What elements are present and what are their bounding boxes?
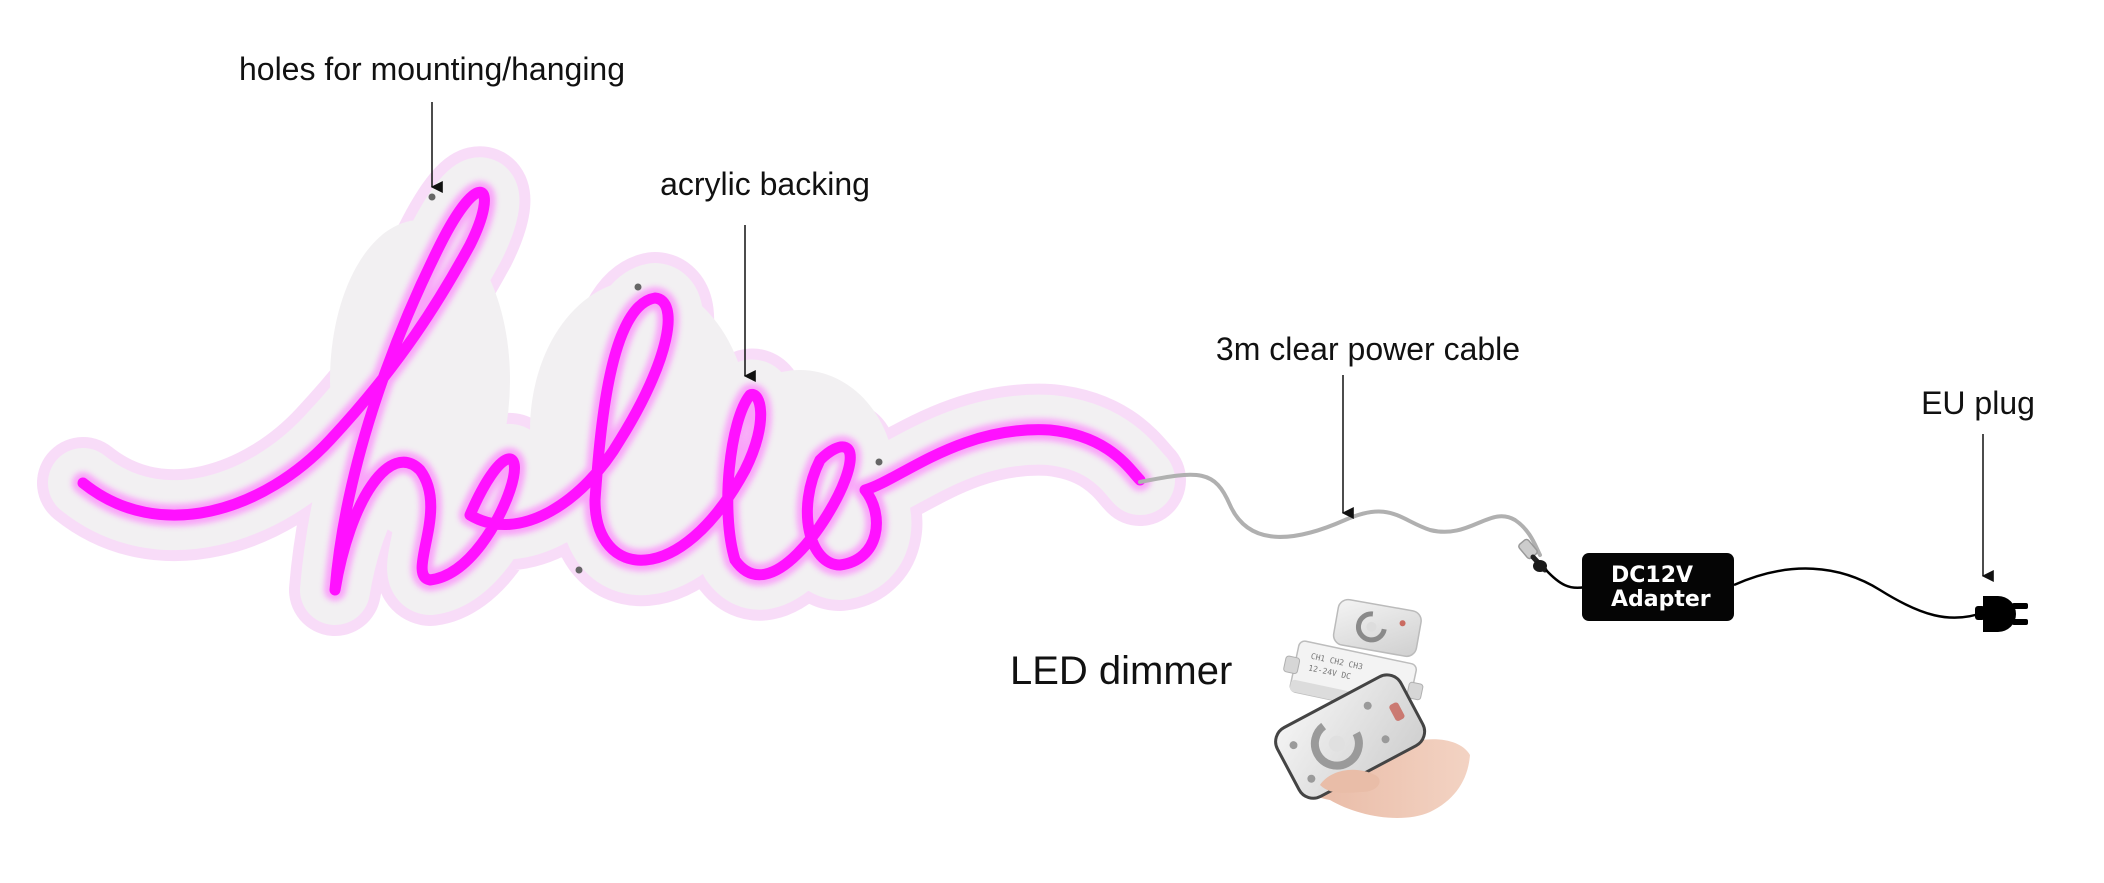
label-led-dimmer: LED dimmer [1010,649,1232,693]
label-acrylic-backing: acrylic backing [660,166,870,202]
thumb [1320,769,1380,793]
label-mounting-holes: holes for mounting/hanging [239,51,625,87]
remote-control-icon [1274,673,1470,819]
callout-led-dimmer: LED dimmer [1010,649,1232,693]
neon-tube-hello [77,187,1146,596]
adapter-output-cord [1733,567,1986,619]
adapter-label-line2: Adapter [1611,587,1711,612]
label-power-cable: 3m clear power cable [1216,331,1520,367]
neon-sign [37,146,1186,636]
dc12v-adapter: DC12V Adapter [1582,553,1734,621]
led-dimmer-icon: CH1 CH2 CH3 12-24V DC [1283,598,1424,716]
adapter-label-line1: DC12V [1611,563,1693,588]
clear-power-cable [1138,472,1542,557]
callout-power-cable: 3m clear power cable [1216,331,1520,519]
callout-acrylic-backing: acrylic backing [660,166,870,382]
mounting-hole [428,193,436,201]
callout-mounting-holes: holes for mounting/hanging [239,51,625,193]
eu-plug-icon [1975,596,2028,632]
backing-fill-h [330,220,510,540]
mounting-hole [634,283,642,291]
adapter-input-cord [1545,569,1586,589]
dc-connector-icon [1518,538,1548,573]
label-eu-plug: EU plug [1921,385,2035,421]
mounting-hole [575,566,583,574]
callout-eu-plug: EU plug [1921,385,2035,582]
mounting-hole [875,458,883,466]
